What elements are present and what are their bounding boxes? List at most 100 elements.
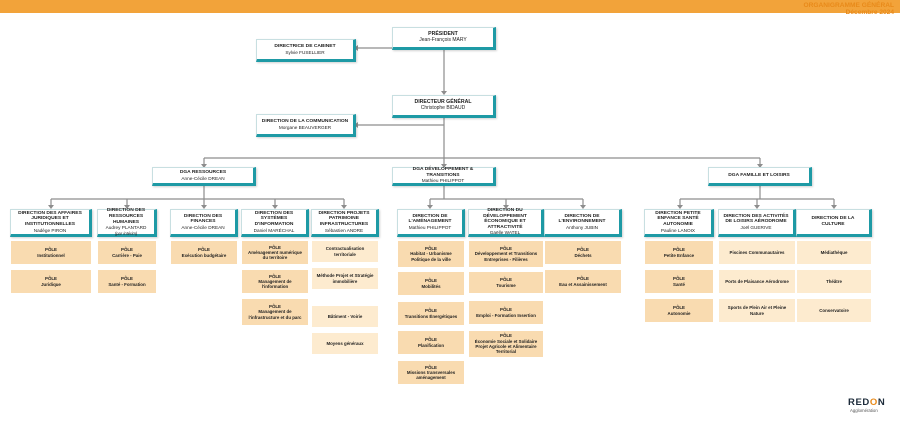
communication-box[interactable]: DIRECTION DE LA COMMUNICATION Morgane BE… (256, 114, 356, 137)
pole-item[interactable]: Conservatoire (797, 299, 871, 322)
pole-name: Piscines Communautaires (729, 249, 785, 255)
logo-wordmark: REDON (848, 397, 886, 408)
pole-name: Management de l'information (258, 278, 292, 290)
direction-box[interactable]: DIRECTION PROJETS PATRIMOINE INFRASTRUCT… (311, 209, 379, 237)
direction-title: DIRECTION DES RESSOURCES HUMAINES (106, 208, 146, 225)
header-title: ORGANIGRAMME GÉNÉRAL (803, 2, 894, 9)
direction-person: Audrey PLANTARD (105, 225, 147, 231)
pole-label: PÔLE (45, 276, 57, 282)
pole-name: Contractualisation territoriale (325, 246, 365, 257)
pole-name: Management de l'infrastructure et du par… (248, 309, 302, 320)
pole-label: PÔLE (121, 247, 133, 253)
pole-name: Aménagement numérique du territoire (248, 249, 302, 261)
pole-name: Bâtiment - Voirie (327, 313, 363, 319)
pole-label: PÔLE (269, 304, 281, 310)
dga-developpement-box[interactable]: DGA DÉVELOPPEMENT & TRANSITIONS Mathieu … (392, 167, 496, 186)
pole-label: PÔLE (500, 307, 512, 313)
communication-name: Morgane BEAUVERGER (278, 124, 332, 130)
pole-name: Transitions Énergétiques (404, 313, 458, 319)
pole-label: PÔLE (577, 276, 589, 282)
direction-title: DIRECTION DU DÉVELOPPEMENT ÉCONOMIQUE ET… (483, 208, 527, 230)
pole-name: Petite Enfance (663, 252, 695, 258)
president-title: PRÉSIDENT (428, 30, 458, 37)
pole-item[interactable]: Contractualisation territoriale (312, 241, 378, 262)
pole-item[interactable]: Méthode Projet et Stratégie immobilière (312, 268, 378, 289)
pole-label: PÔLE (198, 247, 210, 253)
pole-name: Carrière - Paie (112, 252, 142, 258)
president-box[interactable]: PRÉSIDENT Jean-François MARY (392, 27, 496, 50)
direction-box[interactable]: DIRECTION PETITE ENFANCE SANTÉ AUTONOMIE… (644, 209, 714, 237)
pole-name: Exécution budgétaire (181, 252, 227, 258)
cabinet-title: DIRECTRICE DE CABINET (274, 43, 336, 49)
pole-label: PÔLE (45, 247, 57, 253)
direction-person: Mathieu PHILIPPOT (408, 224, 452, 230)
direction-title: DIRECTION DE L'ENVIRONNEMENT (558, 213, 606, 225)
direction-box[interactable]: DIRECTION DES ACTIVITÉS DE LOISIRS AÉROD… (718, 209, 796, 237)
cabinet-box[interactable]: DIRECTRICE DE CABINET Sylvie FUSELLIER (256, 39, 356, 62)
pole-name: Sports de Plein Air et Pleine Nature (727, 305, 787, 316)
dga-ressources-box[interactable]: DGA RESSOURCES Anne-Cécile DREAN (152, 167, 256, 186)
pole-item[interactable]: Théâtre (797, 270, 871, 293)
pole-name: Autonomie (667, 310, 691, 316)
dg-box[interactable]: DIRECTEUR GÉNÉRAL Christophe BIDAUD (392, 95, 496, 118)
direction-person: Gaëlle WATEL (489, 230, 521, 236)
pole-label: PÔLE (425, 364, 437, 370)
dga-famille-box[interactable]: DGA FAMILLE ET LOISIRS (708, 167, 812, 186)
pole-item[interactable]: Moyens généraux (312, 333, 378, 354)
cabinet-name: Sylvie FUSELLIER (285, 49, 325, 55)
direction-title: DIRECTION PROJETS PATRIMOINE INFRASTRUCT… (318, 210, 370, 227)
pole-item[interactable]: Bâtiment - Voirie (312, 306, 378, 327)
pole-name: Médiathèque (820, 249, 848, 255)
dg-title: DIRECTEUR GÉNÉRAL (414, 98, 472, 105)
pole-name: Santé - Formation (108, 281, 146, 287)
direction-box[interactable]: DIRECTION DU DÉVELOPPEMENT ÉCONOMIQUE ET… (468, 208, 544, 237)
pole-name: Santé (673, 281, 685, 287)
pole-item[interactable]: Sports de Plein Air et Pleine Nature (719, 299, 795, 322)
pole-label: PÔLE (500, 246, 512, 252)
pole-name: Mobilités (421, 283, 441, 289)
direction-box[interactable]: DIRECTION DE LA CULTURE (796, 209, 872, 237)
pole-label: PÔLE (121, 276, 133, 282)
pole-name: Institutionnel (37, 252, 65, 258)
pole-label: PÔLE (577, 247, 589, 253)
dga-name: Mathieu PHILIPPOT (421, 178, 465, 184)
pole-item[interactable]: Ports de Plaisance Aérodrome (719, 270, 795, 293)
pole-name: Méthode Projet et Stratégie immobilière (316, 273, 374, 284)
direction-title: DIRECTION DE LA CULTURE (811, 216, 855, 227)
header: ORGANIGRAMME GÉNÉRAL Décembre 2024 (804, 2, 894, 17)
pole-item[interactable]: Piscines Communautaires (719, 241, 795, 264)
pole-item[interactable]: Médiathèque (797, 241, 871, 264)
pole-label: PÔLE (673, 276, 685, 282)
direction-box[interactable]: DIRECTION DES AFFAIRES JURIDIQUES ET INS… (10, 209, 92, 237)
direction-title: DIRECTION DES AFFAIRES JURIDIQUES ET INS… (18, 210, 82, 227)
pole-label: PÔLE (269, 244, 281, 250)
pole-label: PÔLE (269, 273, 281, 279)
